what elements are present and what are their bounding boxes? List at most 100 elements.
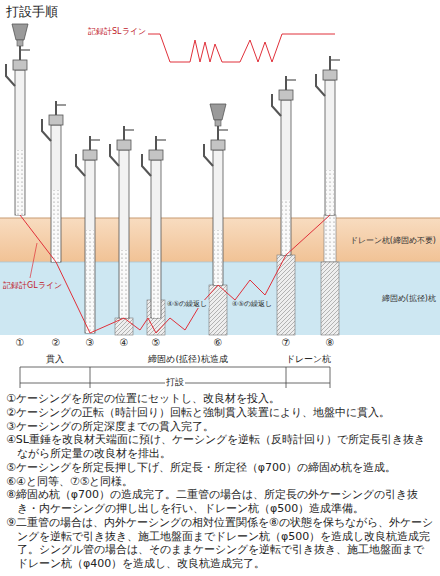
step-number: ④ — [120, 337, 129, 349]
procedure-note: ⑤ケーシングを所定長押し下げ、所定長・所定径（φ700）の締固め杭を造成。 — [6, 461, 434, 475]
casing-step — [76, 136, 100, 333]
procedure-note: ②ケーシングの正転（時計回り）回転と強制貫入装置により、地盤中に貫入。 — [6, 406, 434, 420]
casing-head — [13, 60, 27, 70]
casing-head — [149, 150, 163, 160]
casing-tube — [51, 125, 61, 262]
feed-pipe — [272, 94, 281, 116]
bracket-tick — [330, 367, 331, 388]
leader-line — [30, 243, 37, 278]
casing-step — [6, 24, 30, 215]
step-number: ① — [16, 337, 25, 349]
procedure-note: ①ケーシングを所定の位置にセットし、改良材を投入。 — [6, 392, 434, 406]
rod — [55, 101, 57, 115]
arm — [286, 79, 296, 80]
drain-pile — [324, 215, 336, 262]
rod — [285, 76, 287, 90]
rod — [329, 56, 331, 70]
rod — [89, 136, 91, 150]
phase-label: 貫入 — [46, 354, 64, 365]
improvement-material — [282, 200, 290, 255]
feed-pipe — [316, 74, 325, 96]
feed-pipe — [42, 119, 51, 141]
procedure-notes: ①ケーシングを所定の位置にセットし、改良材を投入。②ケーシングの正転（時計回り）… — [6, 392, 434, 571]
feed-pipe — [142, 154, 151, 176]
rod — [123, 126, 125, 140]
procedure-note: ④SL重錘を改良材天端面に預け、ケーシングを逆転（反時計回り）で所定長引き抜きな… — [6, 433, 434, 461]
procedure-note: ⑨二重管の場合は、内外ケーシングの相対位置関係を⑧の状態を保ちながら、外ケーシン… — [6, 516, 434, 571]
casing-head — [279, 90, 293, 100]
phase-label: 打設 — [165, 377, 185, 388]
feed-pipe — [76, 154, 85, 176]
step-number: ② — [52, 337, 61, 349]
step-number: ⑦ — [282, 337, 291, 349]
casing-head — [211, 140, 225, 150]
casing-step — [110, 126, 134, 335]
sl-record-line — [148, 34, 335, 62]
arm — [218, 129, 228, 130]
improvement-material — [152, 250, 160, 318]
band-label: ドレーン杭(締固め不要) — [350, 235, 436, 246]
title: 打設手順 — [6, 4, 58, 20]
rod — [19, 46, 21, 60]
casing-tube — [15, 70, 25, 215]
casing-tube — [281, 100, 291, 255]
hopper — [210, 104, 226, 120]
hopper-neck — [215, 120, 221, 126]
step-number: ③ — [86, 337, 95, 349]
arm — [156, 139, 166, 140]
repeat-note: ④⑤の繰返し — [231, 300, 274, 308]
phase-bracket — [20, 367, 330, 368]
arm — [124, 129, 134, 130]
feed-pipe — [110, 144, 119, 166]
casing-head — [49, 115, 63, 125]
improvement-material — [214, 230, 222, 285]
improvement-material — [52, 190, 60, 262]
improvement-material — [120, 250, 128, 318]
casing-tube — [151, 160, 161, 318]
bracket-tick — [20, 367, 21, 388]
casing-head — [83, 150, 97, 160]
phase-label: ドレーン杭 — [286, 354, 331, 365]
feed-pipe — [204, 144, 213, 166]
improvement-material — [16, 150, 24, 215]
compaction-layer-band: 締固め(拡径)杭 — [0, 262, 440, 335]
casing-tube — [213, 150, 223, 285]
sl-line-label: 記録計SLライン — [88, 27, 146, 37]
arm — [330, 59, 340, 60]
casing-head — [117, 140, 131, 150]
casing-step — [42, 101, 66, 262]
casing-tube — [85, 160, 95, 333]
bracket-tick — [90, 367, 91, 388]
repeat-note: ④⑤の繰返し — [166, 300, 209, 308]
casing-head — [323, 70, 337, 80]
band-label: 締固め(拡径)杭 — [382, 293, 436, 304]
arm — [20, 49, 30, 50]
arm — [56, 104, 66, 105]
phase-label: 締固め(拡径)杭造成 — [148, 354, 227, 365]
improvement-material — [326, 170, 334, 215]
compaction-pile — [321, 262, 339, 335]
casing-step — [142, 136, 166, 335]
hopper — [12, 24, 28, 40]
rod — [155, 136, 157, 150]
bracket-tick — [286, 367, 287, 388]
arm — [90, 139, 100, 140]
procedure-note: ⑧締固め杭（φ700）の造成完了。二重管の場合は、所定長の外ケーシングの引き抜き… — [6, 488, 434, 516]
gl-record-line — [20, 215, 330, 333]
improvement-material — [86, 230, 94, 333]
casing-step — [272, 76, 296, 335]
step-number: ⑥ — [214, 337, 223, 349]
procedure-note: ③ケーシングの所定深度までの貫入完了。 — [6, 420, 434, 434]
casing-tube — [119, 150, 129, 318]
gl-line-label: 記録計GLライン — [2, 281, 63, 291]
feed-pipe — [6, 64, 15, 86]
rod — [217, 126, 219, 140]
procedure-note: ⑥④と同等、⑦⑤と同様。 — [6, 475, 434, 489]
casing-tube — [325, 80, 335, 215]
hopper-neck — [17, 40, 23, 46]
casing-step — [316, 56, 340, 335]
drain-layer-band: ドレーン杭(締固め不要) — [0, 218, 440, 262]
step-number: ⑧ — [326, 337, 335, 349]
step-number: ⑤ — [152, 337, 161, 349]
